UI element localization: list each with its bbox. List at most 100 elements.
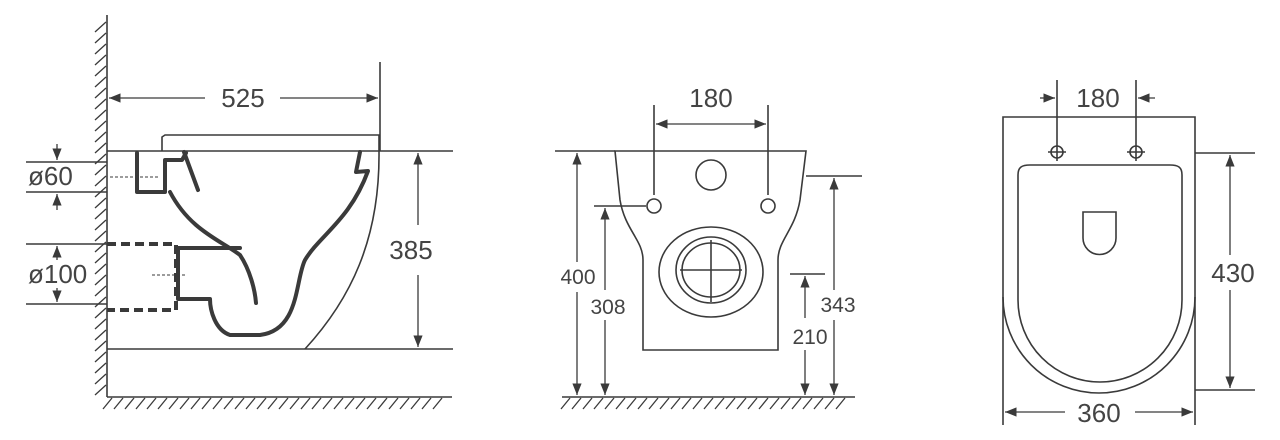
floor-hatch-mark <box>615 397 626 410</box>
floor-hatch-mark <box>135 397 146 410</box>
floor-hatch-mark <box>300 397 311 410</box>
wall-hatch-mark <box>94 219 107 231</box>
wall-hatch-mark <box>94 252 107 264</box>
trap-inner <box>168 190 258 305</box>
floor-hatch-mark <box>102 397 113 410</box>
floor-hatch-mark <box>146 397 157 410</box>
floor-hatch-mark <box>703 397 714 410</box>
inlet-pipe <box>135 151 188 194</box>
dim-total-height: 400 <box>560 266 595 289</box>
dim-height-385: 385 <box>389 235 432 265</box>
floor-hatch-mark <box>692 397 703 410</box>
dim-bolt-spacing-front: 180 <box>689 83 732 113</box>
wall-hatch-mark <box>94 175 107 187</box>
floor-hatch-mark <box>157 397 168 410</box>
wall-hatch-mark <box>94 76 107 88</box>
floor-hatch-mark <box>813 397 824 410</box>
floor-hatch-mark <box>322 397 333 410</box>
wall-hatch-mark <box>94 120 107 132</box>
bolt-hole-left <box>1048 143 1066 161</box>
wall-hatch-mark <box>94 362 107 374</box>
floor-hatch-mark <box>267 397 278 410</box>
floor-hatch-mark <box>289 397 300 410</box>
floor-hatch-mark <box>714 397 725 410</box>
dim-outlet-height: 210 <box>792 326 827 349</box>
floor-hatch-mark <box>604 397 615 410</box>
floor-hatch-mark <box>124 397 135 410</box>
floor-hatch-mark <box>168 397 179 410</box>
floor-hatch-mark <box>410 397 421 410</box>
wall-hatch-mark <box>94 351 107 363</box>
floor-hatch-mark <box>824 397 835 410</box>
bowl-outline <box>304 150 380 350</box>
floor-hatch-mark <box>344 397 355 410</box>
floor-hatch-mark <box>234 397 245 410</box>
wall-hatch-mark <box>94 318 107 330</box>
dim-width-360: 360 <box>1077 398 1120 428</box>
wall-hatch-mark <box>94 65 107 77</box>
dim-length-430: 430 <box>1211 258 1254 288</box>
floor-hatch-mark <box>256 397 267 410</box>
ground-hatching <box>94 21 846 410</box>
floor-hatch-mark <box>681 397 692 410</box>
floor-hatch-mark <box>802 397 813 410</box>
floor-hatch-mark <box>571 397 582 410</box>
floor-hatch-mark <box>190 397 201 410</box>
floor-hatch-mark <box>648 397 659 410</box>
floor-hatch-mark <box>736 397 747 410</box>
floor-hatch-mark <box>311 397 322 410</box>
floor-hatch-mark <box>377 397 388 410</box>
top-outline <box>1002 116 1196 394</box>
wall-hatch-mark <box>94 263 107 275</box>
floor-hatch-mark <box>560 397 571 410</box>
dim-inlet-diameter: ø60 <box>28 161 73 191</box>
floor-hatch-mark <box>835 397 846 410</box>
wall-hatch-mark <box>94 164 107 176</box>
bolt-hole-right <box>1127 143 1145 161</box>
wall-hatch-mark <box>94 373 107 385</box>
floor-hatch-mark <box>593 397 604 410</box>
dim-width-525: 525 <box>221 83 264 113</box>
floor-hatch-mark <box>388 397 399 410</box>
wall-hatch-mark <box>94 208 107 220</box>
wall-hatch-mark <box>94 21 107 33</box>
wall-hatch-mark <box>94 131 107 143</box>
wall-hatch-mark <box>94 384 107 396</box>
seat <box>161 134 380 151</box>
front-body <box>614 150 807 351</box>
floor-hatch-mark <box>278 397 289 410</box>
floor-hatch-mark <box>626 397 637 410</box>
floor-hatch-mark <box>725 397 736 410</box>
wall-hatch-mark <box>94 43 107 55</box>
floor-hatch-mark <box>780 397 791 410</box>
floor-hatch-mark <box>670 397 681 410</box>
wall-hatch-mark <box>94 307 107 319</box>
floor-hatch-mark <box>223 397 234 410</box>
floor-hatch-mark <box>355 397 366 410</box>
floor-hatch-mark <box>637 397 648 410</box>
dim-bolt-spacing-top: 180 <box>1076 83 1119 113</box>
floor-hatch-mark <box>333 397 344 410</box>
floor-hatch-mark <box>113 397 124 410</box>
wall-hatch-mark <box>94 32 107 44</box>
floor-hatch-mark <box>245 397 256 410</box>
floor-hatch-mark <box>212 397 223 410</box>
wall-hatch-mark <box>94 54 107 66</box>
floor-hatch-mark <box>769 397 780 410</box>
wall-hatch-mark <box>94 329 107 341</box>
dim-bowl-height: 343 <box>820 294 855 317</box>
dim-inlet-height: 308 <box>590 296 625 319</box>
wall-hatch-mark <box>94 197 107 209</box>
wall-hatch-mark <box>94 109 107 121</box>
floor-hatch-mark <box>659 397 670 410</box>
wall-hatch-mark <box>94 285 107 297</box>
floor-hatch-mark <box>432 397 443 410</box>
floor-hatch-mark <box>421 397 432 410</box>
top-view: 180 430 360 <box>1002 80 1255 428</box>
wall-hatch-mark <box>94 274 107 286</box>
side-view: 525 ø60 ø100 385 <box>26 15 453 398</box>
floor-hatch-mark <box>201 397 212 410</box>
outlet-pipe-dashed <box>107 242 178 312</box>
wall-hatch-mark <box>94 98 107 110</box>
